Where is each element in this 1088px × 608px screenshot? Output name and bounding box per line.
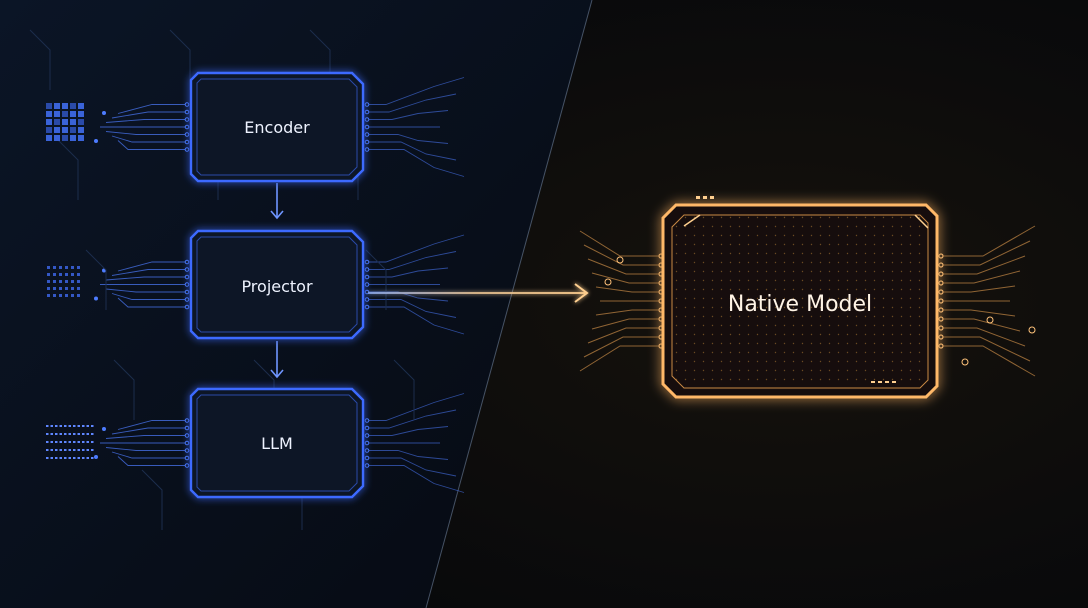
encoder-label: Encoder xyxy=(244,118,310,137)
native-model-label: Native Model xyxy=(728,292,872,317)
projector-block: Projector xyxy=(189,229,365,340)
native-model-block: Native Model xyxy=(661,196,939,399)
arrow-to-native-model xyxy=(368,283,589,303)
diagonal-divider xyxy=(425,0,593,608)
token-rows-icon xyxy=(46,425,94,459)
right-circuit-traces xyxy=(579,225,1036,377)
pixel-grid-icon xyxy=(46,103,84,141)
llm-block: LLM xyxy=(189,387,365,499)
llm-label: LLM xyxy=(261,434,293,453)
dot-matrix-icon xyxy=(47,266,80,297)
encoder-block: Encoder xyxy=(189,71,365,183)
arrow-encoder-to-projector xyxy=(270,183,284,220)
projector-label: Projector xyxy=(241,277,313,296)
arrow-projector-to-llm xyxy=(270,341,284,379)
native-model-status-dots xyxy=(696,196,896,383)
